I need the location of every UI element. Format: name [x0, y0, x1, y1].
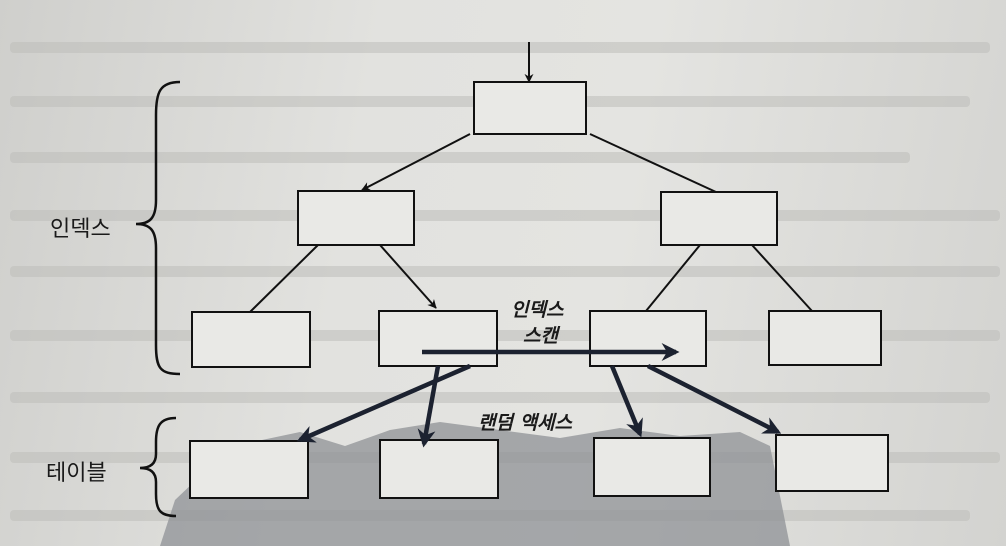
tree-edge — [645, 244, 701, 312]
random-access-arrow — [417, 365, 441, 448]
tree-edge — [751, 244, 813, 312]
random-access-arrow — [646, 363, 782, 435]
index-scan-label: 스캔 — [523, 325, 558, 347]
index-scan-label: 인덱스 — [511, 299, 564, 321]
table-group-label: 테이블 — [46, 461, 107, 486]
bleed-through-text — [10, 210, 1000, 221]
random-access-arrow — [296, 363, 471, 443]
tree-edge — [379, 244, 437, 309]
bleed-through-text — [10, 152, 910, 163]
index-brace — [135, 80, 181, 376]
random-access-label: 랜덤 액세스 — [478, 412, 573, 434]
table-brace — [139, 416, 177, 518]
branch-node-left — [297, 190, 415, 246]
tree-edge — [589, 133, 717, 193]
tree-edge — [361, 133, 471, 191]
bleed-through-text — [10, 392, 990, 403]
leaf-node — [768, 310, 882, 366]
leaf-node — [378, 310, 498, 367]
tree-edge — [249, 244, 319, 313]
leaf-node — [191, 311, 311, 368]
bleed-through-text — [10, 42, 990, 53]
table-block — [189, 440, 309, 499]
bleed-through-text — [10, 266, 1000, 277]
index-group-label: 인덱스 — [50, 217, 111, 242]
branch-node-right — [660, 191, 778, 246]
leaf-node — [589, 310, 707, 367]
random-access-arrow — [609, 365, 643, 438]
bleed-through-text — [10, 330, 1000, 341]
table-block — [775, 434, 889, 492]
table-block — [593, 437, 711, 497]
table-block — [379, 439, 499, 499]
root-node — [473, 81, 587, 135]
